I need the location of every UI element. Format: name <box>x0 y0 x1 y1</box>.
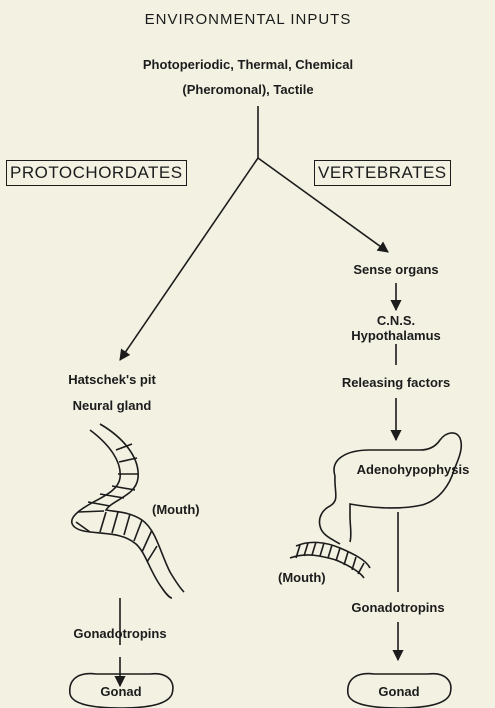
mouth-label-left: (Mouth) <box>152 502 200 518</box>
branch-arrow-left <box>120 158 258 360</box>
gonad-label-left: Gonad <box>100 684 141 700</box>
adenohypophysis-label: Adenohypophysis <box>357 462 470 478</box>
cns-label: C.N.S. <box>377 313 415 329</box>
inputs-line-1: Photoperiodic, Thermal, Chemical <box>143 57 353 73</box>
gonadotropins-label-left: Gonadotropins <box>73 626 166 642</box>
protochordates-label: PROTOCHORDATES <box>6 160 187 186</box>
diagram-title: ENVIRONMENTAL INPUTS <box>145 12 352 28</box>
gonadotropins-label-right: Gonadotropins <box>351 600 444 616</box>
vertebrates-label: VERTEBRATES <box>314 160 451 186</box>
releasing-factors-label: Releasing factors <box>342 375 450 391</box>
neural-gland-label: Neural gland <box>73 398 152 414</box>
hatscheks-pit-label: Hatschek's pit <box>68 372 156 388</box>
gonad-label-right: Gonad <box>378 684 419 700</box>
hypothalamus-label: Hypothalamus <box>351 328 441 344</box>
inputs-line-2: (Pheromonal), Tactile <box>182 82 313 98</box>
adenohypophysis-drawing <box>290 433 461 578</box>
mouth-label-right: (Mouth) <box>278 570 326 586</box>
sense-organs-label: Sense organs <box>353 262 438 278</box>
